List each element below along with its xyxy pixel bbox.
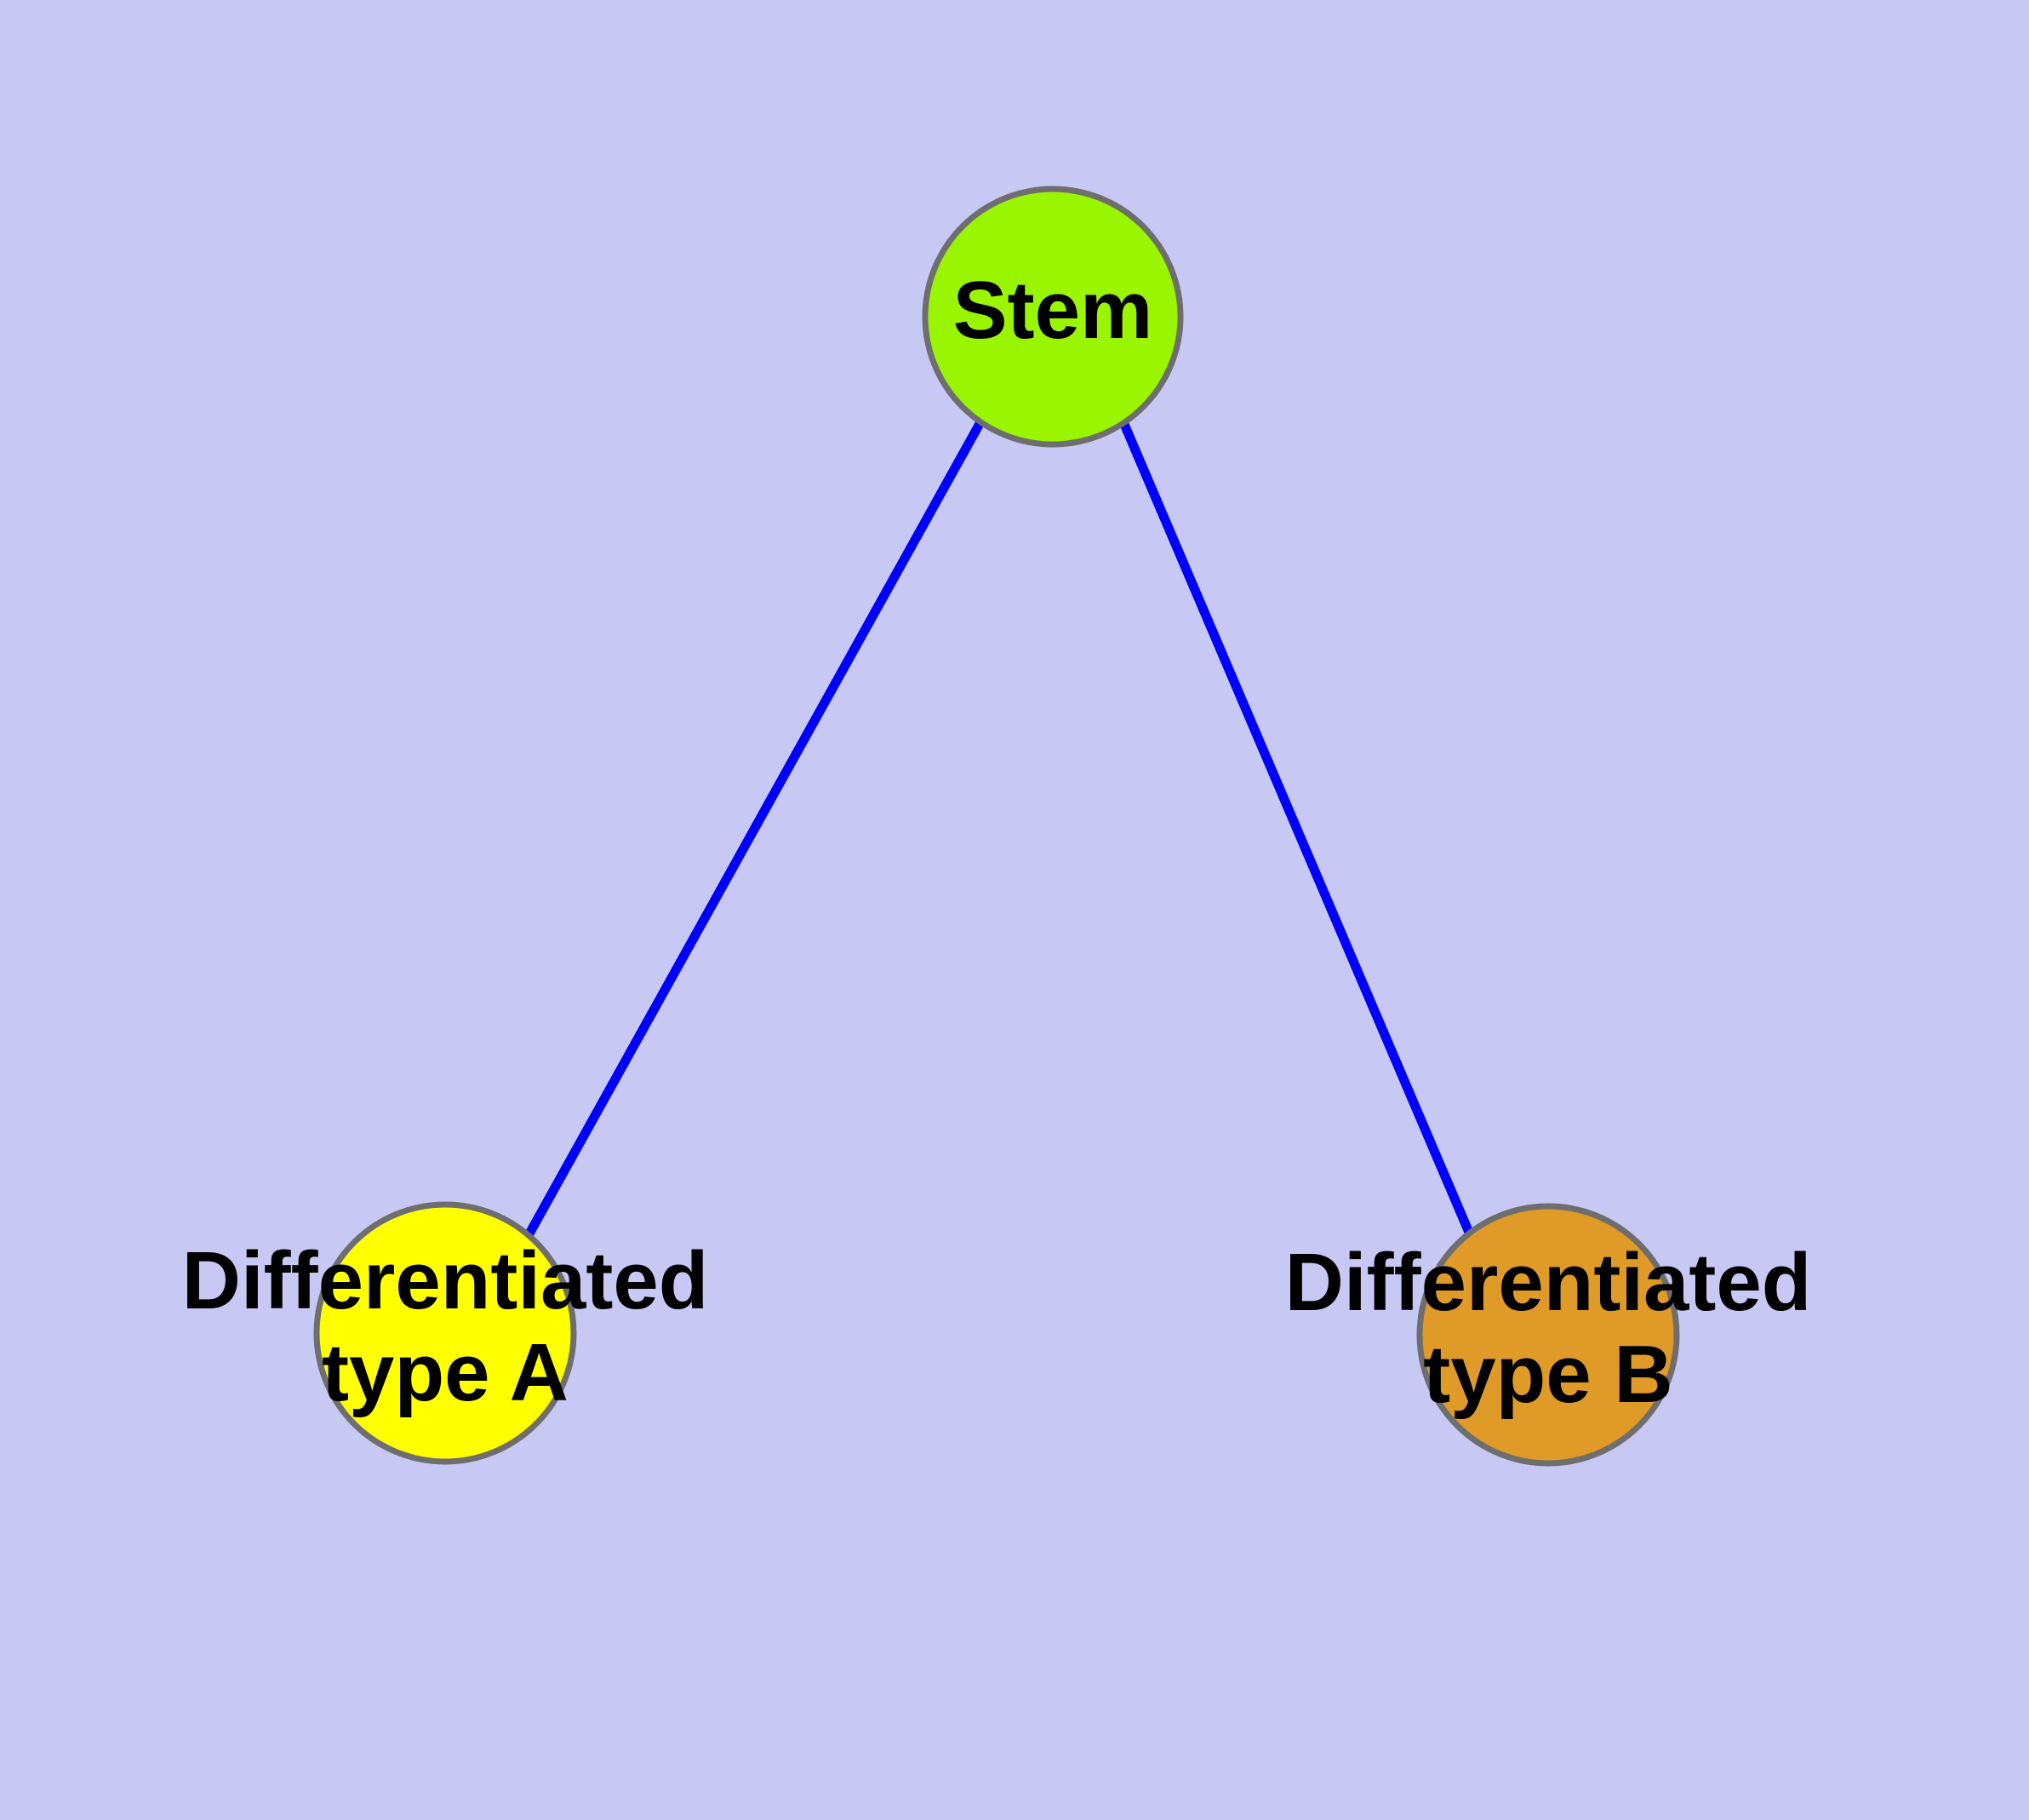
node-stem-circle[interactable] xyxy=(922,186,1184,448)
node-label-line: Stem xyxy=(953,265,1153,356)
edge-stem-to-differentiated-type-a[interactable] xyxy=(524,420,985,1238)
node-label-line: type A xyxy=(322,1327,569,1418)
edges-group xyxy=(524,420,1475,1238)
node-label-line: type B xyxy=(1423,1329,1672,1420)
edge-stem-to-differentiated-type-b[interactable] xyxy=(1118,420,1475,1237)
node-stem-label: Stem xyxy=(953,265,1153,356)
nodes-group xyxy=(313,186,1680,1467)
node-label-line: Differentiated xyxy=(1285,1237,1812,1328)
node-differentiated-type-b-circle[interactable] xyxy=(1416,1203,1680,1467)
node-label-line: Differentiated xyxy=(182,1235,709,1326)
node-differentiated-type-a-circle[interactable] xyxy=(313,1201,577,1465)
